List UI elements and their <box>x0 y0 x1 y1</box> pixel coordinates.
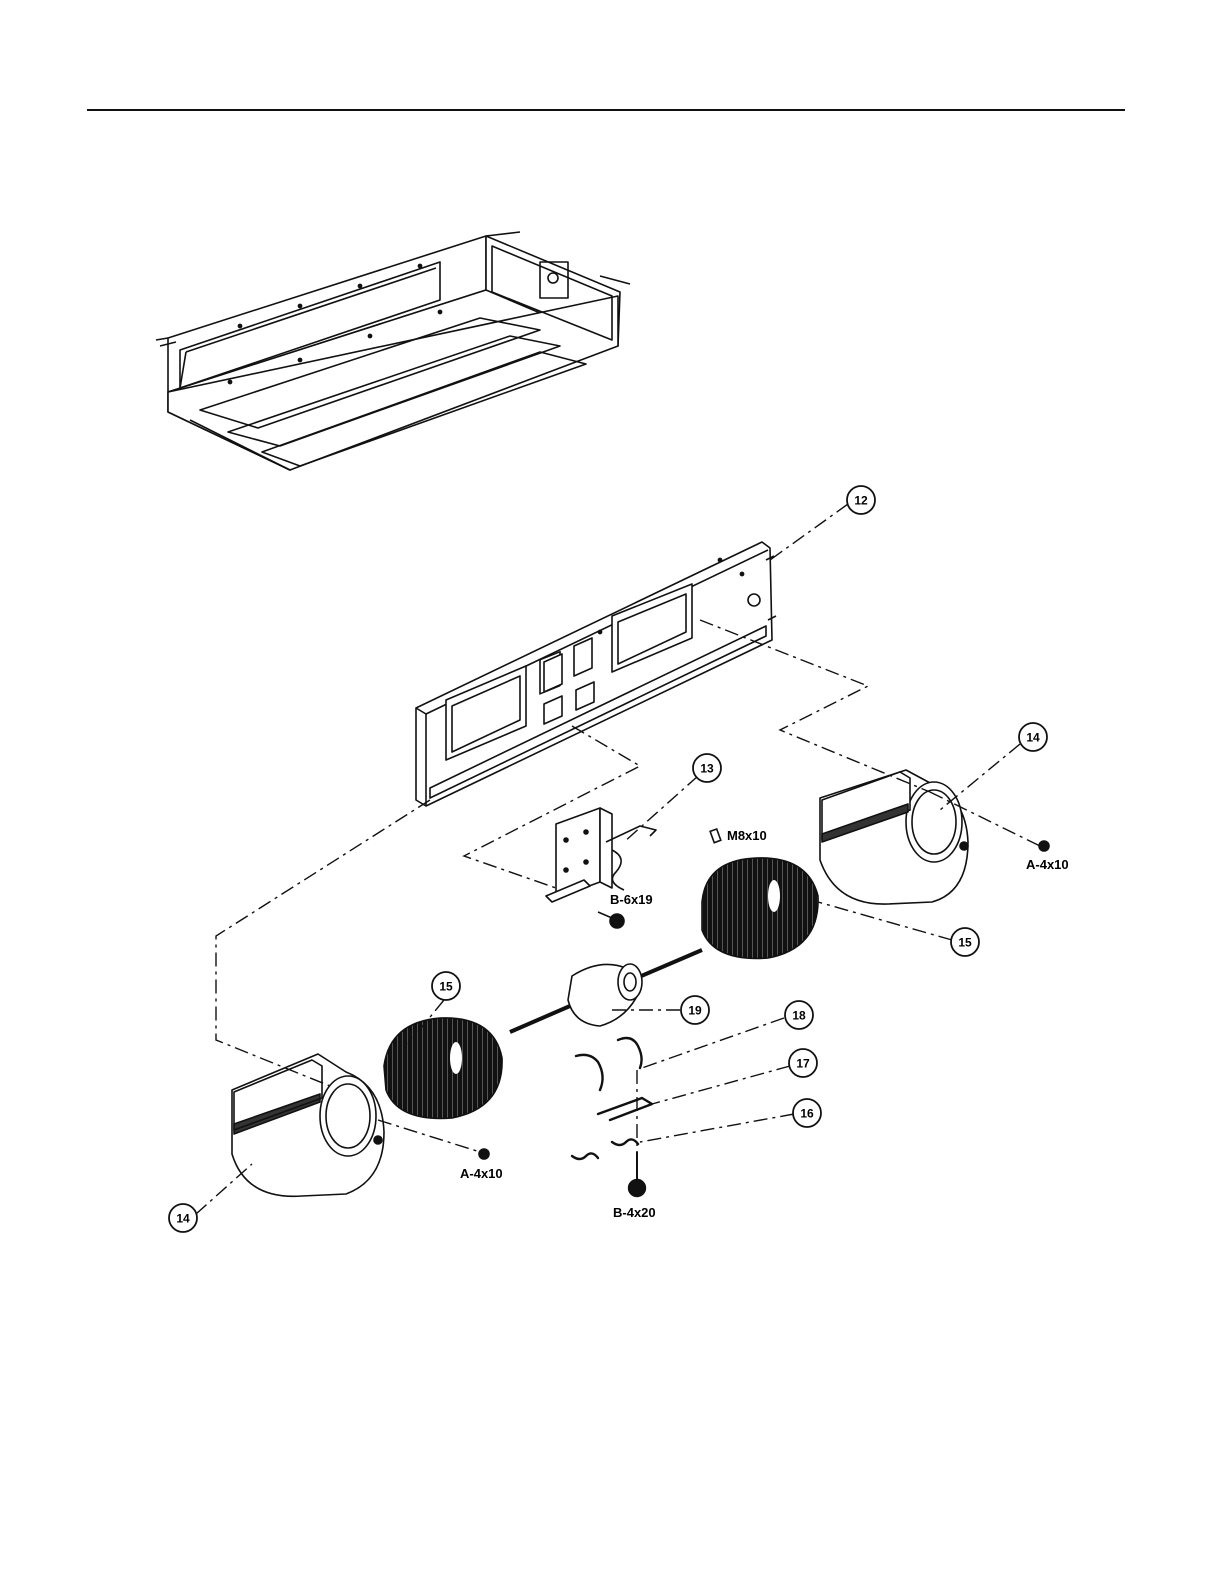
callout-16: 16 <box>793 1099 821 1127</box>
callout-18-label: 18 <box>792 1009 806 1023</box>
hardware-label-a4x10-right: A-4x10 <box>1026 857 1069 872</box>
callout-15-right: 15 <box>951 928 979 956</box>
hardware-label-a4x10-left: A-4x10 <box>460 1166 503 1181</box>
callout-13: 13 <box>693 754 721 782</box>
callout-18: 18 <box>785 1001 813 1029</box>
blower-wheel-left-part-15 <box>384 1018 502 1119</box>
callout-15-left: 15 <box>432 972 460 1000</box>
callout-17-label: 17 <box>796 1057 810 1071</box>
blower-wheel-right-part-15 <box>702 829 818 958</box>
hardware-label-b6x19: B-6x19 <box>610 892 653 907</box>
callout-17: 17 <box>789 1049 817 1077</box>
callout-19: 19 <box>681 996 709 1024</box>
callout-12: 12 <box>847 486 875 514</box>
callout-13-label: 13 <box>700 762 714 776</box>
callout-14-right: 14 <box>1019 723 1047 751</box>
hardware-label-b4x20: B-4x20 <box>613 1205 656 1220</box>
callout-12-label: 12 <box>854 494 868 508</box>
motor-bracket-part-13 <box>546 808 656 928</box>
fan-motor-part-19 <box>510 950 702 1032</box>
callout-19-label: 19 <box>688 1004 702 1018</box>
fan-housing-right-part-14 <box>820 770 1049 904</box>
assembled-unit <box>156 232 630 470</box>
callout-14-right-label: 14 <box>1026 731 1040 745</box>
callout-16-label: 16 <box>800 1107 814 1121</box>
callout-15-right-label: 15 <box>958 936 972 950</box>
motor-clamps-parts-16-17-18 <box>572 1038 652 1196</box>
callout-15-left-label: 15 <box>439 980 453 994</box>
mounting-plate-part-12 <box>416 542 776 806</box>
callout-14-left: 14 <box>169 1204 197 1232</box>
callout-14-left-label: 14 <box>176 1212 190 1226</box>
hardware-label-m8x10: M8x10 <box>727 828 767 843</box>
